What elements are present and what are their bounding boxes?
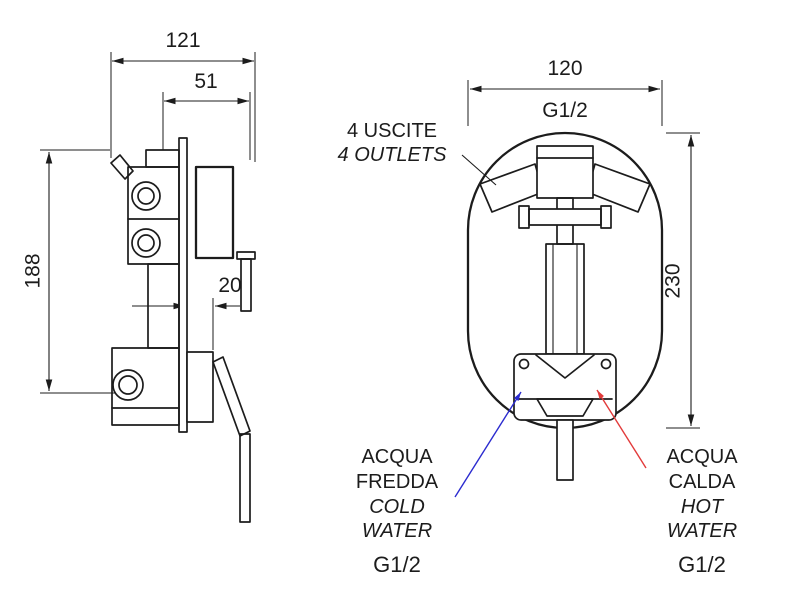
- inlet-port-inner: [118, 375, 138, 395]
- dim-label-188: 188: [22, 253, 45, 288]
- handle-base: [186, 351, 214, 423]
- cross-nut-right: [600, 205, 612, 229]
- dimension-front-height: 230: [662, 132, 700, 429]
- dimension-upper-width: 51: [162, 70, 251, 160]
- dim-label-20: 20: [218, 274, 241, 297]
- dimension-offset: 20: [132, 274, 242, 350]
- right-outlet-wing: [586, 163, 651, 213]
- left-outlet-wing: [479, 163, 544, 213]
- outlets-label-it: 4 USCITE: [347, 120, 437, 142]
- lower-port-outer: [131, 228, 161, 258]
- top-thread-label: G1/2: [542, 99, 588, 122]
- cold-label-it1: ACQUA: [361, 446, 433, 468]
- valve-cartridge: [536, 398, 594, 417]
- cold-water-callout: ACQUA FREDDA COLD WATER G1/2: [356, 391, 522, 577]
- top-step: [145, 149, 180, 168]
- dim-label-51: 51: [194, 70, 217, 93]
- hot-label-en1: HOT: [681, 496, 725, 518]
- top-outlet-block: [536, 145, 594, 199]
- outlets-leader-line: [461, 154, 497, 186]
- front-view-drawing: [466, 131, 664, 481]
- wall-plate: [178, 137, 188, 433]
- hot-water-callout: ACQUA CALDA HOT WATER G1/2: [596, 389, 738, 577]
- side-view: 121 51 188: [22, 29, 256, 523]
- upper-port-outer: [131, 181, 161, 211]
- cold-leader-line: [454, 391, 522, 498]
- dimension-total-width: 121: [110, 29, 256, 162]
- lower-valve-body: [111, 347, 180, 426]
- cold-label-en2: WATER: [362, 520, 432, 542]
- tube-body: [545, 243, 585, 355]
- cross-nut-left: [518, 205, 530, 229]
- valve-screw-right: [600, 358, 612, 370]
- outlet-stub: [240, 258, 252, 312]
- hot-thread-label: G1/2: [678, 552, 726, 577]
- hot-label-it2: CALDA: [669, 471, 736, 493]
- dim-label-121: 121: [165, 29, 200, 52]
- valve-notch: [535, 354, 595, 379]
- upper-valve-body: [127, 166, 180, 265]
- outlet-flange: [236, 251, 256, 260]
- dim-label-230: 230: [662, 263, 685, 298]
- dim-label-120: 120: [547, 57, 582, 80]
- handle-rod: [239, 433, 251, 523]
- dimension-front-width: 120: [467, 57, 663, 126]
- outlets-callout: 4 USCITE 4 OUTLETS: [338, 120, 497, 186]
- cold-label-en1: COLD: [369, 496, 425, 518]
- side-view-drawing: [110, 137, 256, 523]
- lower-port-inner: [137, 234, 155, 252]
- cold-label-it2: FREDDA: [356, 471, 439, 493]
- inlet-port-outer: [112, 369, 144, 401]
- outlets-label-en: 4 OUTLETS: [338, 144, 448, 166]
- upper-port-inner: [137, 187, 155, 205]
- inlet-pipe: [556, 419, 574, 481]
- concealed-box: [194, 165, 235, 260]
- front-view: 120 G1/2 230: [338, 57, 739, 577]
- hot-label-en2: WATER: [667, 520, 737, 542]
- hot-label-it1: ACQUA: [666, 446, 738, 468]
- valve-screw-left: [518, 358, 530, 370]
- cross-bar: [528, 208, 602, 226]
- cold-thread-label: G1/2: [373, 552, 421, 577]
- dimension-height: 188: [22, 149, 116, 394]
- handle-lever: [212, 356, 251, 437]
- hot-leader-line: [596, 389, 647, 469]
